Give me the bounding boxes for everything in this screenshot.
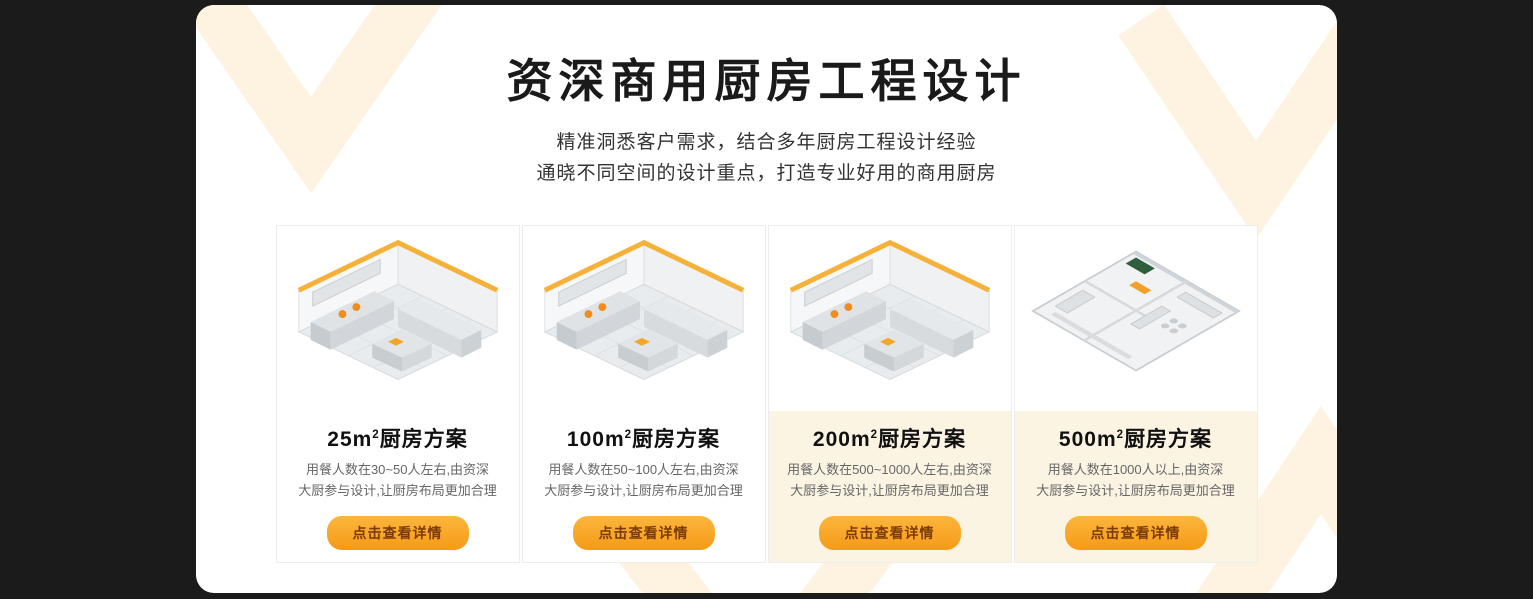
kitchen-plan-card-500m2[interactable]: 500m2厨房方案 用餐人数在1000人以上,由资深 大厨参与设计,让厨房布局更…: [1013, 225, 1258, 564]
content-panel: 资深商用厨房工程设计 精准洞悉客户需求，结合多年厨房工程设计经验 通晓不同空间的…: [196, 5, 1337, 593]
card-description: 用餐人数在500~1000人左右,由资深 大厨参与设计,让厨房布局更加合理: [787, 462, 992, 498]
kitchen-illustration-100m2: [522, 226, 765, 412]
kitchen-plan-card-200m2[interactable]: 200m2厨房方案 用餐人数在500~1000人左右,由资深 大厨参与设计,让厨…: [767, 225, 1012, 564]
kitchen-illustration-200m2: [768, 226, 1011, 412]
card-description: 用餐人数在30~50人左右,由资深 大厨参与设计,让厨房布局更加合理: [298, 462, 497, 498]
view-details-button[interactable]: 点击查看详情: [818, 515, 961, 550]
view-details-button[interactable]: 点击查看详情: [326, 515, 469, 550]
kitchen-plan-card-100m2[interactable]: 100m2厨房方案 用餐人数在50~100人左右,由资深 大厨参与设计,让厨房布…: [521, 225, 766, 564]
kitchen-plan-card-25m2[interactable]: 25m2厨房方案 用餐人数在30~50人左右,由资深 大厨参与设计,让厨房布局更…: [275, 225, 520, 564]
view-details-button[interactable]: 点击查看详情: [1064, 515, 1207, 550]
card-title: 500m2厨房方案: [1058, 428, 1213, 452]
subtitle-line-2: 通晓不同空间的设计重点，打造专业好用的商用厨房: [536, 162, 997, 184]
card-title: 100m2厨房方案: [566, 428, 721, 452]
isometric-kitchen-icon: [277, 226, 519, 411]
kitchen-illustration-25m2: [276, 226, 519, 412]
isometric-kitchen-icon: [523, 226, 765, 411]
card-title: 200m2厨房方案: [812, 428, 967, 452]
view-details-button[interactable]: 点击查看详情: [572, 515, 715, 550]
kitchen-plan-cards-row: 25m2厨房方案 用餐人数在30~50人左右,由资深 大厨参与设计,让厨房布局更…: [275, 225, 1258, 564]
card-title: 25m2厨房方案: [327, 428, 468, 452]
card-description: 用餐人数在1000人以上,由资深 大厨参与设计,让厨房布局更加合理: [1036, 462, 1235, 498]
isometric-kitchen-icon: [769, 226, 1011, 411]
kitchen-illustration-500m2: [1014, 226, 1257, 412]
subtitle-line-1: 精准洞悉客户需求，结合多年厨房工程设计经验: [556, 131, 977, 153]
page-title: 资深商用厨房工程设计: [506, 55, 1027, 107]
card-description: 用餐人数在50~100人左右,由资深 大厨参与设计,让厨房布局更加合理: [544, 462, 743, 498]
floorplan-kitchen-icon: [1015, 226, 1257, 411]
page-subtitle: 精准洞悉客户需求，结合多年厨房工程设计经验 通晓不同空间的设计重点，打造专业好用…: [536, 128, 996, 190]
